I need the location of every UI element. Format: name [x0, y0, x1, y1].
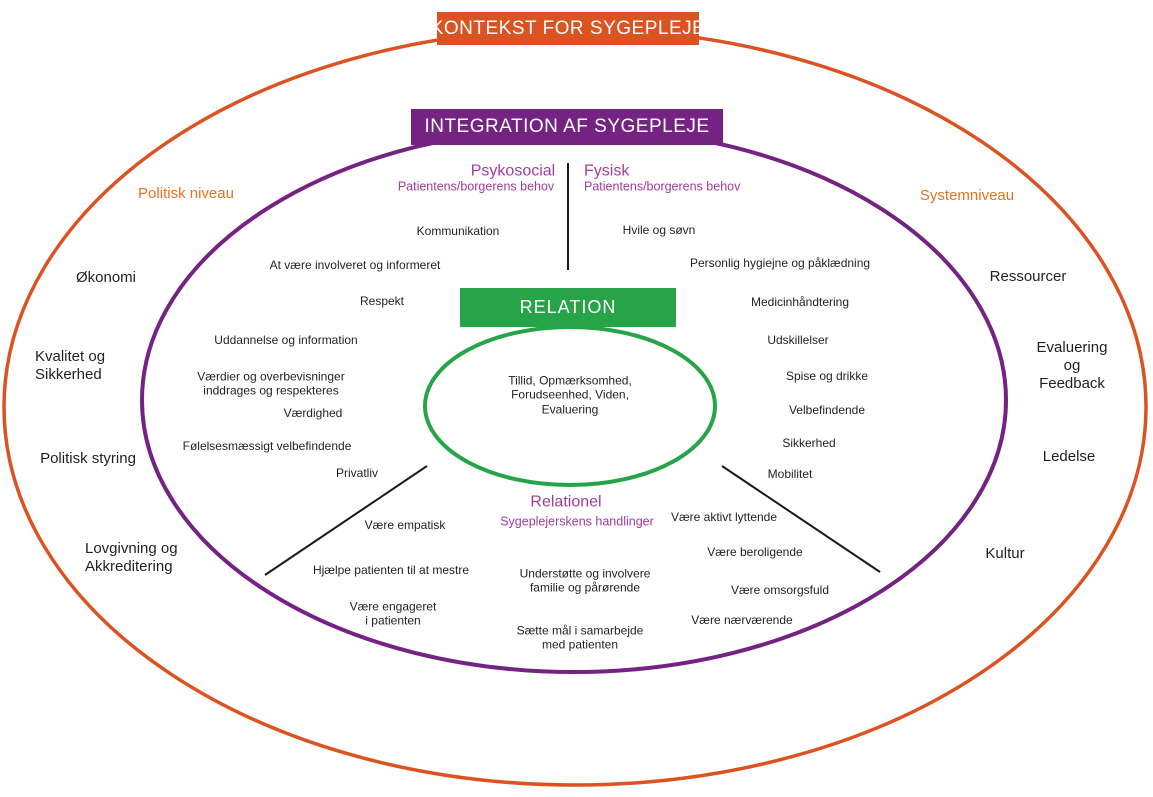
outer-item-evaluering-og-feedback: Evaluering og Feedback	[1036, 339, 1108, 392]
relation-ellipse	[423, 325, 717, 487]
relationel-item: Være beroligende	[707, 544, 803, 559]
relation-center-text: Tillid, Opmærksomhed, Forudseenhed, Vide…	[508, 373, 632, 417]
politisk-niveau-label: Politisk niveau	[138, 185, 234, 202]
psykosocial-header: Psykosocial	[470, 162, 556, 180]
fysisk-item: Sikkerhed	[782, 435, 836, 450]
fysisk-item: Udskillelser	[767, 332, 829, 347]
fysisk-item: Medicinhåndtering	[750, 294, 850, 309]
systemniveau-label: Systemniveau	[919, 187, 1015, 204]
relationel-left-line	[264, 465, 428, 576]
relationel-right-line	[721, 465, 881, 573]
relationel-item: Være empatisk	[364, 517, 446, 532]
relationel-item: Være nærværende	[691, 612, 793, 627]
psykosocial-item: Respekt	[359, 293, 405, 308]
psykosocial-item: Værdier og overbevisninger inddrages og …	[197, 369, 345, 398]
fysisk-header: Fysisk	[584, 162, 630, 180]
outer-item-kvalitet-og-sikkerhed: Kvalitet og Sikkerhed	[35, 348, 106, 383]
outer-item-okonomi: Økonomi	[75, 269, 137, 286]
relationel-item: Være engageret i patienten	[349, 599, 437, 628]
integration-title-band: INTEGRATION AF SYGEPLEJE	[411, 109, 723, 145]
outer-item-ledelse: Ledelse	[1042, 448, 1096, 465]
psykosocial-item: Værdighed	[283, 405, 343, 420]
relationel-header: Relationel	[530, 493, 602, 511]
fysisk-item: Spise og drikke	[785, 368, 869, 383]
psykosocial-item: At være involveret og informeret	[269, 257, 441, 272]
relation-title-band: RELATION	[460, 288, 676, 327]
psykosocial-item: Uddannelse og information	[214, 332, 358, 347]
fysisk-item: Mobilitet	[767, 466, 813, 481]
relationel-item: Sætte mål i samarbejde med patienten	[516, 623, 644, 652]
context-title-band: KONTEKST FOR SYGEPLEJE	[431, 12, 705, 45]
psykosocial-item: Følelsesmæssigt velbefindende	[182, 438, 352, 453]
fysisk-item: Velbefindende	[788, 402, 866, 417]
fysisk-item: Personlig hygiejne og påklædning	[689, 255, 871, 270]
outer-item-ressourcer: Ressourcer	[989, 268, 1067, 285]
psykosocial-item: Privatliv	[335, 465, 379, 480]
relationel-item: Være omsorgsfuld	[730, 582, 830, 597]
fysisk-subheader: Patientens/borgerens behov	[584, 179, 741, 194]
relationel-item: Hjælpe patienten til at mestre	[312, 562, 470, 577]
psykosocial-subheader: Patientens/borgerens behov	[397, 179, 555, 194]
relationel-item: Understøtte og involvere familie og pårø…	[519, 566, 651, 595]
fysisk-item: Hvile og søvn	[622, 222, 696, 237]
relationel-item: Være aktivt lyttende	[670, 509, 778, 524]
outer-item-lovgivning-og-akkreditering: Lovgivning og Akkreditering	[85, 540, 178, 575]
outer-item-kultur: Kultur	[985, 545, 1025, 562]
relationel-subheader: Sygeplejerskens handlinger	[500, 514, 654, 529]
psykosocial-item: Kommunikation	[416, 223, 500, 238]
outer-item-politisk-styring: Politisk styring	[40, 450, 136, 467]
